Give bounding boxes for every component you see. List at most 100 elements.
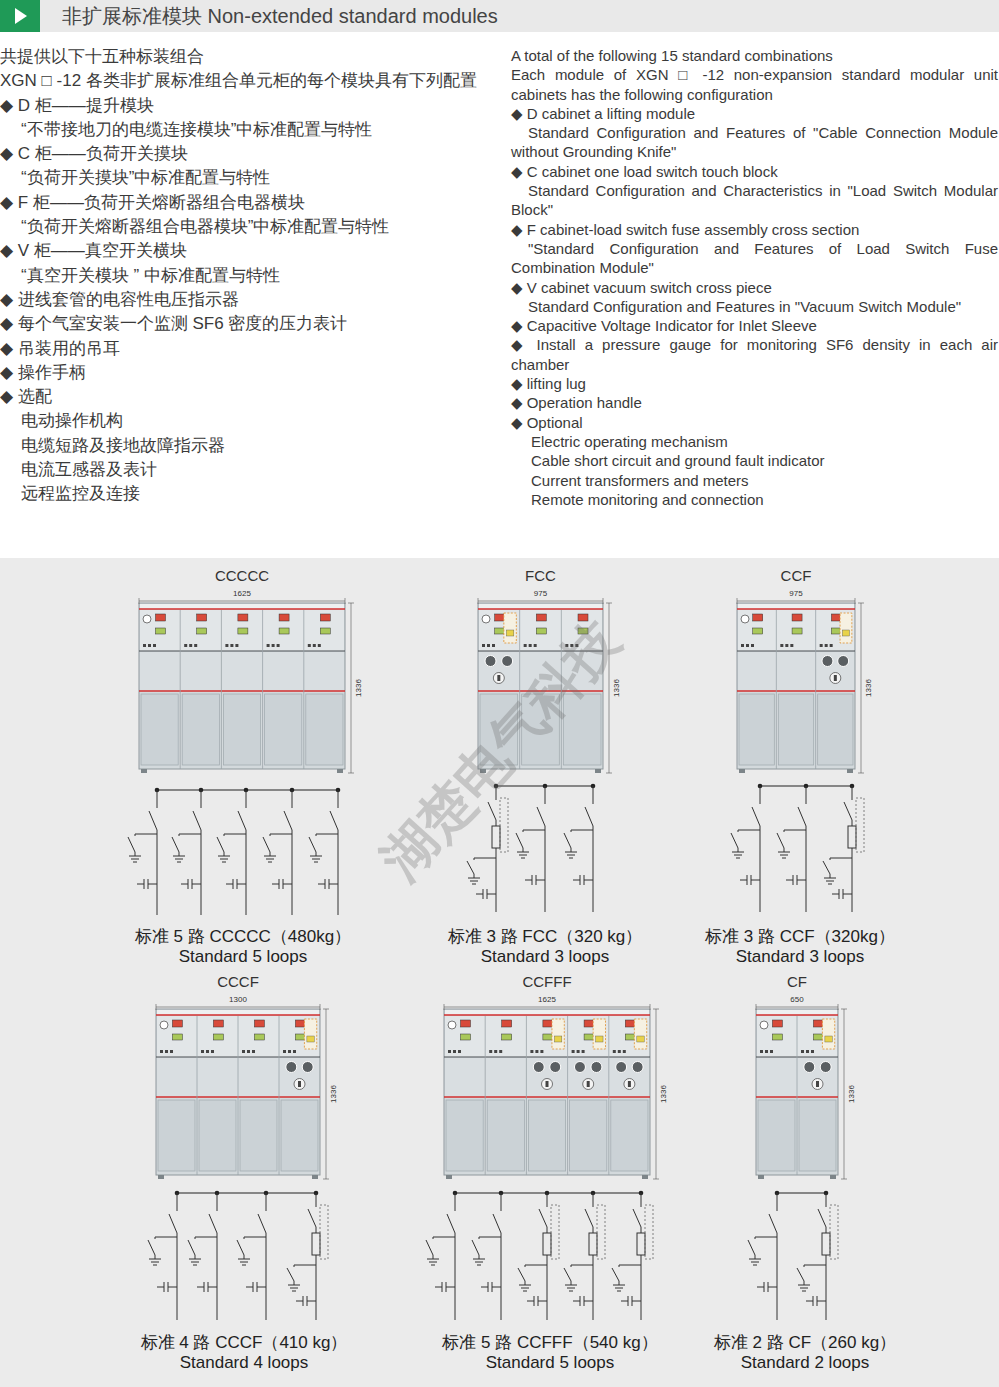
gauge <box>502 656 513 667</box>
load-switch-feeder <box>237 1193 266 1320</box>
dimension-width: 1625 <box>231 589 253 598</box>
body-text: ◆ 选配 <box>0 385 490 409</box>
cabinet-door <box>306 694 343 765</box>
body-text: “负荷开关熔断器组合电器模块”中标准配置与特性 <box>21 215 490 239</box>
dimension-height: 1336 <box>329 1083 338 1105</box>
indicator-green <box>295 1034 305 1040</box>
cabinet-body <box>756 1009 838 1175</box>
body-text: Standard Configuration and Features in "… <box>511 297 998 316</box>
button <box>825 644 828 647</box>
middle-panel <box>445 1058 649 1097</box>
body-text: XGN □ -12 各类非扩展标准组合单元柜的每个模块具有下列配置 <box>0 69 490 93</box>
fuse-symbol <box>822 1233 830 1255</box>
panel-divider <box>139 650 345 651</box>
button <box>482 644 485 647</box>
button <box>492 644 495 647</box>
body-text: ◆ C 柜——负荷开关摸块 <box>0 142 490 166</box>
indicator-red <box>753 614 763 621</box>
fuse-window <box>840 613 852 643</box>
cabinet-door <box>182 694 219 765</box>
busbar <box>777 1192 826 1193</box>
cabinet-foot <box>480 769 486 773</box>
indicator-red <box>213 1020 223 1027</box>
button <box>143 644 146 647</box>
cabinet-door <box>141 694 178 765</box>
striker-link <box>597 1205 605 1259</box>
caption-english: Standard 3 loops <box>736 947 865 967</box>
fuse-symbol <box>492 826 500 848</box>
cabinet-door <box>778 694 813 765</box>
middle-panel <box>140 652 344 691</box>
button <box>618 1050 621 1053</box>
module-divider <box>221 610 222 769</box>
dimension-height: 1336 <box>864 677 873 699</box>
indicator-red <box>792 614 802 621</box>
cabinet-door <box>158 1100 195 1171</box>
control-panel <box>738 610 854 651</box>
dimension-width: 1625 <box>536 995 558 1004</box>
red-trim <box>478 690 603 691</box>
indicator-red <box>495 614 505 621</box>
body-text: ◆ D 柜——提升模块 <box>0 94 490 118</box>
red-trim <box>737 690 855 691</box>
fuse-symbol <box>848 826 856 848</box>
button <box>165 1050 168 1053</box>
indicator-red <box>578 614 588 621</box>
gauge <box>485 656 496 667</box>
cabinet-foot <box>642 1175 648 1179</box>
fuse-switch-feeder <box>612 1193 641 1320</box>
red-trim <box>737 608 855 610</box>
header-triangle <box>0 0 40 32</box>
button <box>751 644 754 647</box>
load-switch-feeder <box>217 790 246 915</box>
body-text: “真空开关模块 ” 中标准配置与特性 <box>21 264 490 288</box>
body-text: ◆ D cabinet a lifting module <box>511 104 998 123</box>
indicator-green <box>502 1034 512 1040</box>
gauge <box>838 656 849 667</box>
module-divider <box>776 610 777 769</box>
cabinet-body <box>139 603 345 769</box>
indicator-green <box>584 1034 594 1040</box>
button <box>318 644 321 647</box>
cabinet-unit: CCFFF <box>444 1009 650 1179</box>
button <box>206 1050 209 1053</box>
gauge <box>820 1062 831 1073</box>
button <box>153 644 156 647</box>
middle-panel <box>479 652 602 691</box>
page-title: 非扩展标准模块 Non-extended standard modules <box>62 4 498 28</box>
indicator-green <box>238 628 248 634</box>
cabinet-door <box>240 1100 277 1171</box>
button <box>790 644 793 647</box>
button <box>308 644 311 647</box>
module-divider <box>180 610 181 769</box>
indicator-green <box>213 1034 223 1040</box>
body-text: ◆ Install a pressure gauge for monitorin… <box>511 335 998 374</box>
body-text: ◆ Optional <box>511 413 998 432</box>
body-text: 电缆短路及接地故障指示器 <box>21 434 490 458</box>
cabinet-foot <box>446 1175 452 1179</box>
cabinet-door <box>799 1100 836 1171</box>
control-panel <box>140 610 344 651</box>
module-divider <box>567 1016 568 1175</box>
red-trim <box>139 608 345 610</box>
indicator-red <box>460 1020 470 1027</box>
caption-english: Standard 5 loops <box>179 947 308 967</box>
module-divider <box>238 1016 239 1175</box>
width-dimension <box>444 1004 650 1010</box>
body-text: ◆ 吊装用的吊耳 <box>0 337 490 361</box>
fuse-symbol <box>312 1233 320 1255</box>
fuse-indicator <box>506 630 514 636</box>
panel-divider <box>444 1056 650 1057</box>
button <box>283 1050 286 1053</box>
button <box>741 644 744 647</box>
cabinet-foot <box>158 1175 164 1179</box>
dimension-width: 1300 <box>227 995 249 1004</box>
cabinet-door <box>480 694 518 765</box>
button <box>267 644 270 647</box>
body-text: Cable short circuit and ground fault ind… <box>531 451 998 470</box>
body-text: “不带接地刀的电缆连接模块”中标准配置与特性 <box>21 118 490 142</box>
module-divider <box>608 1016 609 1175</box>
striker-link <box>856 798 864 852</box>
indicator-green <box>753 628 763 634</box>
button <box>489 1050 492 1053</box>
